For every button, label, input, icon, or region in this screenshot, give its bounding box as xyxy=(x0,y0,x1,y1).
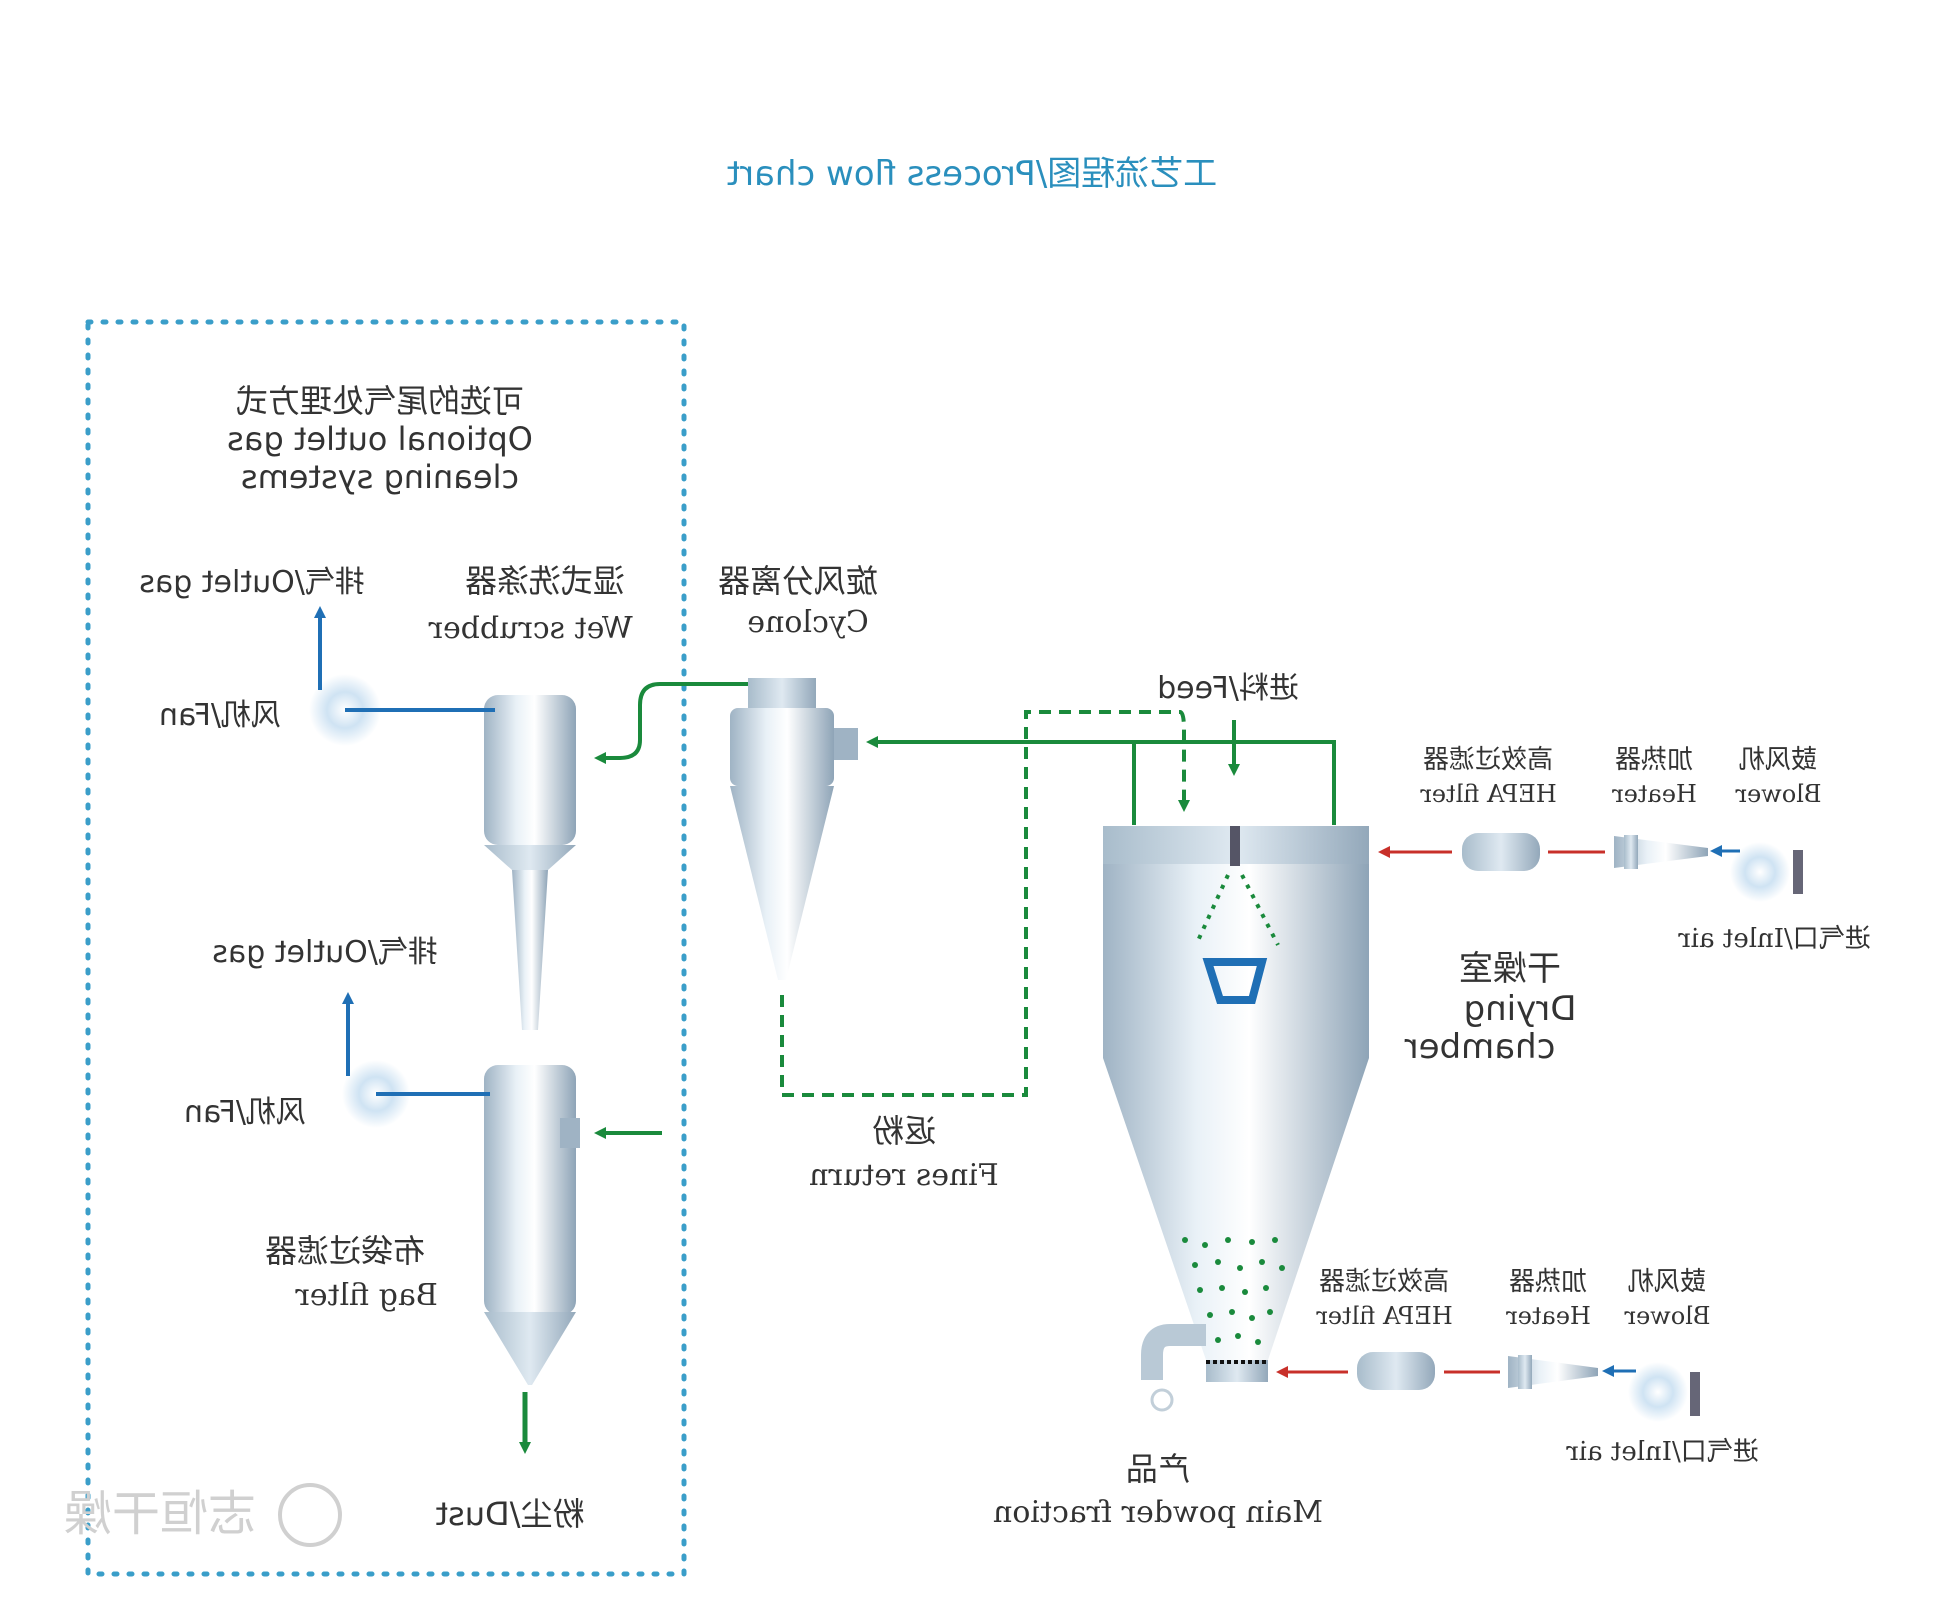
watermark-logo-icon xyxy=(278,1483,342,1547)
product-label-cn: 产品 xyxy=(1126,1450,1190,1488)
bag-filter-label-cn: 布袋过滤器 xyxy=(265,1232,425,1270)
drying-chamber xyxy=(1103,826,1369,1412)
hepa-filter-top xyxy=(1462,833,1540,871)
watermark-text: 志恒干燥 xyxy=(64,1486,256,1542)
wet-scrubber xyxy=(484,695,576,1030)
heater-top xyxy=(1614,835,1708,869)
cyclone-label-cn: 旋风分离器 xyxy=(718,562,878,600)
blower-top-label-en: Blower xyxy=(1735,780,1822,808)
optional-box-line1: 可选的尾气处理方式 xyxy=(236,382,524,420)
fan-mid-label: 风机/Fan xyxy=(184,1095,306,1130)
product-label-en: Main powder fraction xyxy=(993,1495,1323,1530)
blower-bottom-icon xyxy=(1628,1362,1688,1422)
blower-top-label-cn: 鼓风机 xyxy=(1739,745,1817,775)
diagram-title: 工艺流程图/Process flow chart xyxy=(727,154,1217,194)
optional-box-line3: cleaning systems xyxy=(241,458,519,496)
optional-box-line2: Optional outlet gas xyxy=(227,420,533,458)
hepa-bottom-label-en: HEPA filter xyxy=(1316,1302,1453,1330)
blower-bottom-label-cn: 鼓风机 xyxy=(1628,1267,1706,1297)
blower-bottom-motor xyxy=(1690,1372,1700,1416)
hepa-bottom-label-cn: 高效过滤器 xyxy=(1319,1267,1449,1297)
fines-return-loop xyxy=(780,710,1190,1097)
heater-top-label-en: Heater xyxy=(1612,780,1697,808)
hepa-filter-bottom xyxy=(1357,1352,1435,1390)
bag-filter-label-en: Bag filter xyxy=(295,1278,438,1313)
flow-cyclone-to-scrubber xyxy=(594,682,748,764)
feed-label: 进料/Feed xyxy=(1157,671,1299,706)
fan-top-label: 风机/Fan xyxy=(159,698,281,733)
cyclone xyxy=(730,678,858,980)
drying-chamber-label-cn: 干燥室 xyxy=(1459,949,1561,989)
heater-top-label-cn: 加热器 xyxy=(1615,745,1693,775)
fines-return-label-cn: 返粉 xyxy=(872,1112,936,1150)
inlet-air-top-label: 进气口/Inlet air xyxy=(1678,924,1871,954)
heater-bottom xyxy=(1508,1355,1598,1389)
hepa-top-label-en: HEPA filter xyxy=(1420,780,1557,808)
dust-label: 粉尘/Dust xyxy=(436,1495,585,1533)
blower-top-motor xyxy=(1793,850,1803,894)
outlet-gas-top-label: 排气/Outlet gas xyxy=(139,565,365,600)
heater-bottom-label-en: Heater xyxy=(1506,1302,1591,1330)
blower-bottom-label-en: Blower xyxy=(1624,1302,1711,1330)
wet-scrubber-label-cn: 湿式洗涤器 xyxy=(465,562,625,600)
blower-top-icon xyxy=(1730,842,1790,902)
cyclone-label-en: Cyclone xyxy=(747,605,868,640)
drying-chamber-label-en2: chamber xyxy=(1405,1027,1556,1067)
wet-scrubber-label-en: Wet scrubber xyxy=(428,611,633,646)
fines-return-label-en: Fines return xyxy=(809,1158,999,1193)
bag-filter xyxy=(484,1065,580,1385)
inlet-air-bottom-label: 进气口/Inlet air xyxy=(1566,1437,1759,1467)
outlet-gas-mid-label: 排气/Outlet gas xyxy=(212,935,438,970)
drying-chamber-label-en1: Drying xyxy=(1464,989,1577,1029)
hepa-top-label-cn: 高效过滤器 xyxy=(1423,745,1553,775)
heater-bottom-label-cn: 加热器 xyxy=(1509,1267,1587,1297)
optional-systems-frame xyxy=(85,319,687,1577)
